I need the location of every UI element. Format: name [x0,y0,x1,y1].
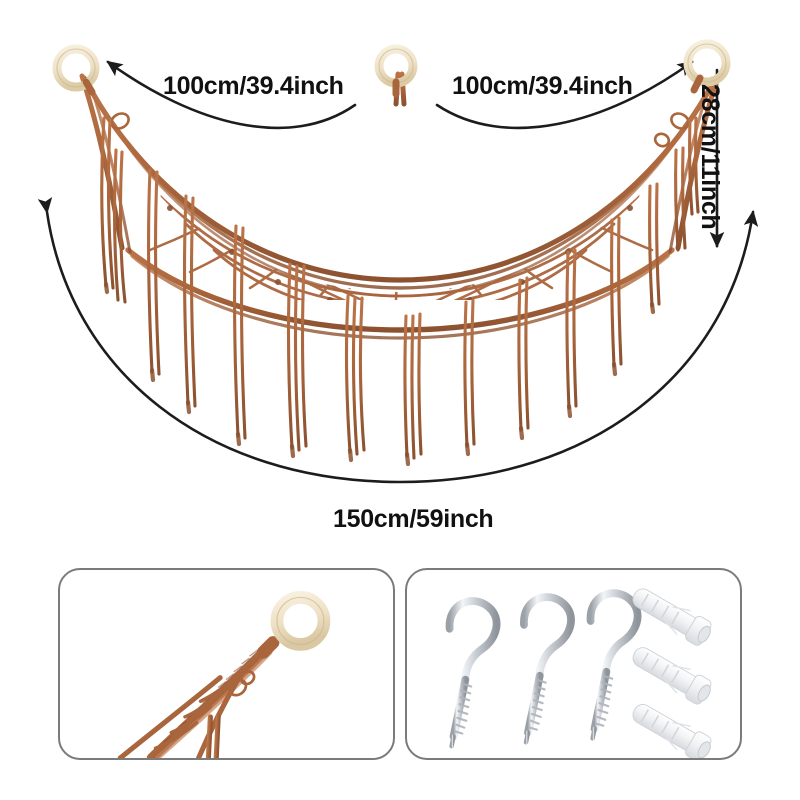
screw-hook [586,589,642,741]
dimension-label-bottom-span: 150cm/59inch [333,505,494,533]
screw-hook [520,593,575,745]
dimension-label-right-span: 100cm/39.4inch [452,72,633,100]
closeup-ladder-rungs [153,678,236,750]
screw-hooks [445,589,642,749]
closeup-knot-loops [228,670,256,697]
hammock-net [52,39,731,467]
wall-anchor [632,647,712,705]
fringe-tassels [100,116,700,460]
net-bottom-rim [125,247,675,340]
hardware-svg [445,588,712,758]
cord-loop-knots [110,112,690,148]
arc-left-span [106,60,357,130]
wooden-rings [52,39,731,92]
net-mesh [106,105,694,300]
ring-right [683,39,731,87]
net-top-rim [81,75,719,298]
dimension-label-left-span: 100cm/39.4inch [163,72,344,100]
wall-anchor [632,703,712,758]
closeup-wooden-ring [270,591,331,651]
dimension-label-height: 28cm/11inch [696,84,724,230]
arc-right-span [435,60,694,130]
wall-anchor [632,588,712,646]
dimension-annotations [37,60,759,484]
closeup-cord-collar [256,636,280,659]
tassel-tips [103,281,656,467]
cord-collars [82,74,704,98]
panel-mounting-hardware [405,568,742,760]
panel-ring-closeup [58,568,395,760]
closeup-side-cords [117,675,241,758]
ring-closeup-svg [117,591,331,758]
arc-bottom-span [37,197,759,484]
screw-hook [445,597,501,749]
wall-anchors [632,588,712,758]
ring-left [52,44,100,92]
